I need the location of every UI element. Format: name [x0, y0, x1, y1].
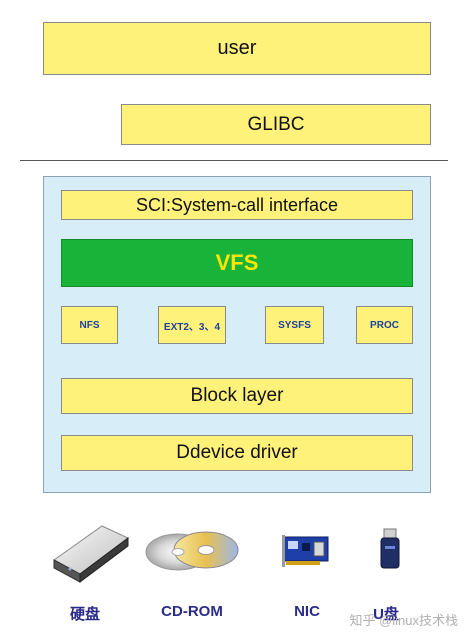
device-driver-layer: Ddevice driver [61, 435, 413, 471]
usb-drive-icon [377, 528, 403, 575]
user-layer: user [43, 22, 431, 75]
fs-sysfs: SYSFS [265, 306, 324, 344]
fs-proc: PROC [356, 306, 413, 344]
sci-layer: SCI:System-call interface [61, 190, 413, 220]
device-label-usb: U盘 [373, 606, 399, 623]
user-kernel-divider [20, 160, 448, 161]
network-card-icon [282, 533, 332, 576]
device-label-nic: NIC [294, 603, 320, 620]
device-label-cd-rom: CD-ROM [161, 603, 223, 620]
device-label-hard-disk: 硬盘 [69, 606, 100, 623]
glibc-layer: GLIBC [121, 104, 431, 145]
watermark: 知乎 @linux技术栈 [349, 613, 458, 628]
cd-rom-icon [144, 528, 240, 583]
vfs-layer: VFS [61, 239, 413, 287]
fs-ext: EXT2、3、4 [158, 306, 226, 344]
hard-disk-icon [50, 520, 130, 591]
block-layer: Block layer [61, 378, 413, 414]
fs-nfs: NFS [61, 306, 118, 344]
